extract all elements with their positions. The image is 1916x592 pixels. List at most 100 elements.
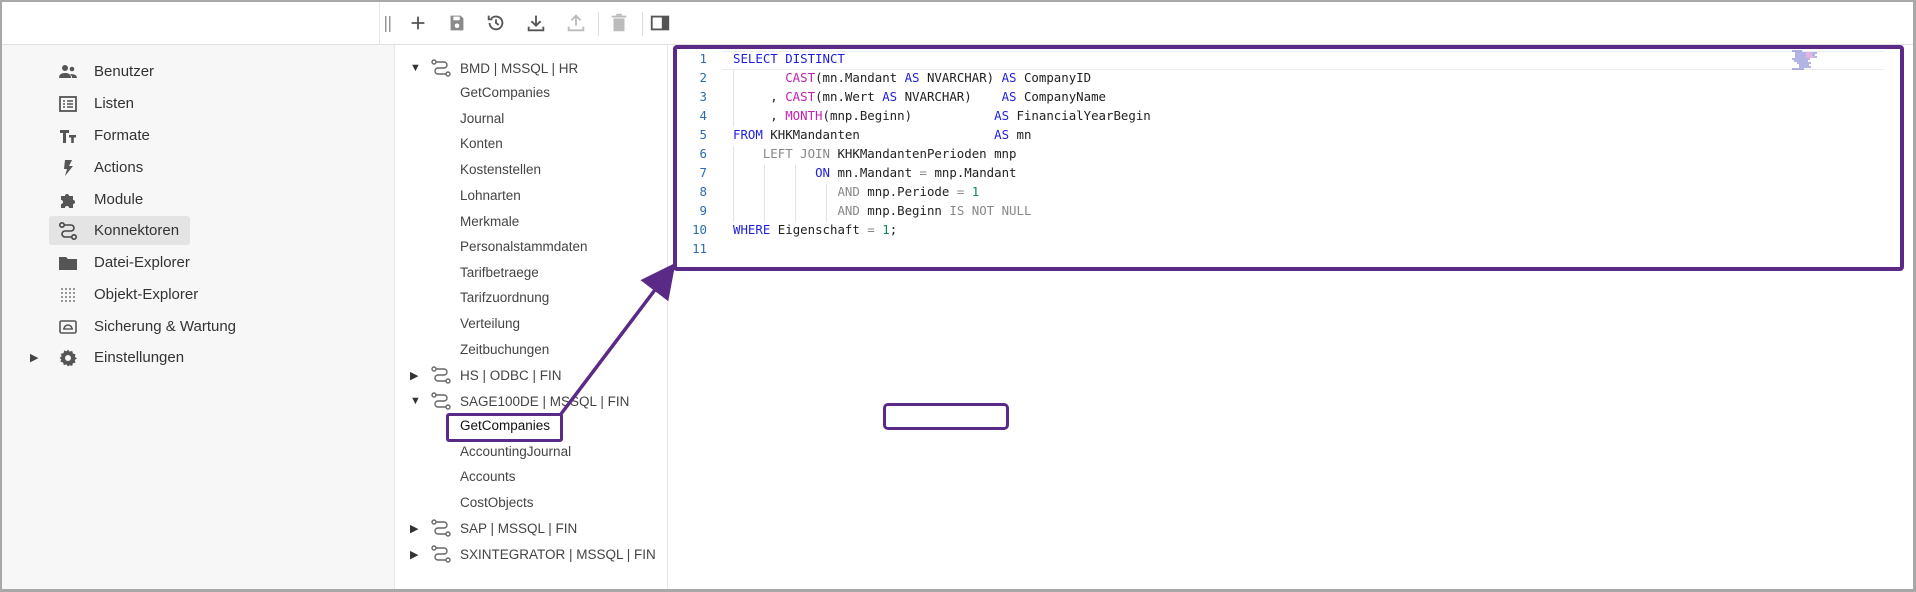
toggle-panel-button[interactable]: [648, 11, 672, 35]
tree-item[interactable]: Konten: [460, 136, 503, 151]
code-token: =: [867, 222, 875, 237]
connector-icon: [431, 519, 451, 537]
trash-icon: [611, 13, 627, 32]
add-button[interactable]: [406, 11, 430, 35]
code-token: MONTH: [785, 108, 823, 123]
tree-item[interactable]: Lohnarten: [460, 188, 521, 203]
code-line[interactable]: AND mnp.Beginn IS NOT NULL: [733, 203, 1031, 218]
code-token: FROM: [733, 127, 763, 142]
code-token: ,: [733, 108, 786, 123]
tree-item[interactable]: Verteilung: [460, 316, 521, 331]
connector-icon: [431, 392, 451, 410]
code-token: AS: [1001, 70, 1017, 85]
expand-arrow-icon[interactable]: ▶: [410, 548, 419, 561]
code-token: 1: [971, 184, 980, 199]
tree-item[interactable]: Zeitbuchungen: [460, 342, 550, 357]
expand-arrow-icon[interactable]: ▶: [30, 352, 39, 364]
collapse-arrow-icon[interactable]: ▼: [410, 395, 421, 407]
tree-group-sap[interactable]: ▶ SAP | MSSQL | FIN: [396, 517, 668, 539]
line-number: 4: [699, 108, 707, 123]
sidebar-item-label: Einstellungen: [94, 349, 185, 366]
code-line[interactable]: FROM KHKMandanten AS mn: [733, 127, 1031, 142]
code-token: SELECT DISTINCT: [733, 51, 845, 66]
code-token: AS: [994, 127, 1010, 142]
annotation-box: [883, 403, 1009, 430]
code-token: AS: [904, 70, 920, 85]
tree-item[interactable]: Merkmale: [460, 214, 520, 229]
code-line[interactable]: WHERE Eigenschaft = 1;: [733, 222, 897, 237]
code-token: ON: [815, 165, 830, 180]
tree-group-bmd[interactable]: ▼ BMD | MSSQL | HR: [396, 57, 668, 79]
code-token: mnp.Mandant: [926, 165, 1017, 180]
code-token: IS NOT NULL: [949, 203, 1032, 218]
code-token: (mn.Wert: [815, 89, 883, 104]
sql-editor[interactable]: [669, 45, 1913, 589]
sidebar-item-konnektoren[interactable]: Konnektoren: [49, 216, 190, 245]
line-number: 9: [699, 203, 707, 218]
download-button[interactable]: [524, 11, 548, 35]
code-token: NVARCHAR): [919, 70, 1002, 85]
tree-group-hs[interactable]: ▶ HS | ODBC | FIN: [396, 364, 668, 386]
delete-button[interactable]: [607, 11, 631, 35]
code-line[interactable]: , MONTH(mnp.Beginn) AS FinancialYearBegi…: [733, 108, 1151, 123]
toolbar-grip-icon[interactable]: [385, 16, 391, 32]
code-token: CAST: [785, 70, 816, 85]
connector-icon: [431, 366, 451, 384]
restore-button[interactable]: [484, 11, 508, 35]
backup-icon: [58, 317, 78, 337]
tree-item[interactable]: Accounts: [460, 469, 516, 484]
upload-icon: [567, 14, 585, 32]
save-button[interactable]: [445, 11, 469, 35]
sidebar-item-einstellungen[interactable]: ▶ Einstellungen: [2, 343, 202, 372]
format-icon: [58, 126, 78, 146]
folder-icon: [58, 253, 78, 273]
code-line[interactable]: SELECT DISTINCT: [733, 51, 845, 66]
code-token: CompanyName: [1016, 89, 1107, 104]
code-line[interactable]: ON mn.Mandant = mnp.Mandant: [733, 165, 1017, 180]
collapse-arrow-icon[interactable]: ▼: [410, 62, 421, 74]
expand-arrow-icon[interactable]: ▶: [410, 522, 419, 535]
code-line[interactable]: CAST(mn.Mandant AS NVARCHAR) AS CompanyI…: [733, 70, 1091, 85]
sidebar-item-label: Formate: [94, 127, 150, 144]
code-token: mnp.Beginn: [859, 203, 950, 218]
sidebar-item-label: Sicherung & Wartung: [94, 318, 237, 335]
users-icon: [58, 62, 78, 82]
tree-item[interactable]: Personalstammdaten: [460, 239, 588, 254]
code-line[interactable]: LEFT JOIN KHKMandantenPerioden mnp: [733, 146, 1017, 161]
history-icon: [487, 15, 504, 31]
minimap[interactable]: [1792, 50, 1850, 70]
tree-item[interactable]: Kostenstellen: [460, 162, 542, 177]
tree-item[interactable]: CostObjects: [460, 495, 534, 510]
upload-button[interactable]: [564, 11, 588, 35]
tree-group-sxintegrator[interactable]: ▶ SXINTEGRATOR | MSSQL | FIN: [396, 543, 668, 565]
selection-highlight: [446, 413, 563, 442]
tree-group-sage[interactable]: ▼ SAGE100DE | MSSQL | FIN: [396, 390, 668, 412]
sidebar-item-label: Datei-Explorer: [94, 254, 190, 271]
list-icon: [58, 94, 78, 114]
save-icon: [450, 15, 464, 31]
tree-item[interactable]: Tarifzuordnung: [460, 290, 550, 305]
code-token: =: [919, 165, 927, 180]
code-token: LEFT JOIN: [762, 146, 830, 161]
code-line[interactable]: , CAST(mn.Wert AS NVARCHAR) AS CompanyNa…: [733, 89, 1106, 104]
code-token: AS: [1001, 89, 1017, 104]
panel-right-icon: [650, 15, 670, 31]
code-line[interactable]: AND mnp.Periode = 1: [733, 184, 979, 199]
expand-arrow-icon[interactable]: ▶: [410, 369, 419, 382]
code-token: mnp.Periode: [859, 184, 957, 199]
tree-group-label: HS | ODBC | FIN: [460, 367, 562, 383]
connector-icon: [431, 545, 451, 563]
tree-item[interactable]: Journal: [460, 111, 505, 126]
tree-item[interactable]: Tarifbetraege: [460, 265, 539, 280]
tree-item-selected[interactable]: GetCompanies: [460, 418, 551, 433]
line-number: 2: [699, 70, 707, 85]
toolbar-spacer: [2, 2, 380, 45]
toolbar-separator: [642, 12, 643, 36]
tree-item[interactable]: GetCompanies: [460, 85, 551, 100]
toolbar-separator: [598, 12, 599, 36]
tree-item[interactable]: AccountingJournal: [460, 444, 572, 459]
indent-guide: [764, 165, 765, 222]
code-token: FinancialYearBegin: [1009, 108, 1151, 123]
code-token: 1: [882, 222, 890, 237]
